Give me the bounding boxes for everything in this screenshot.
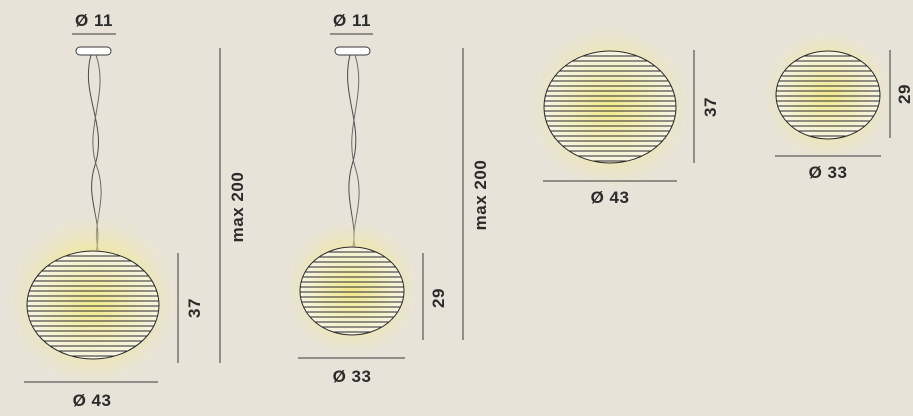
lamp-shade — [299, 246, 405, 336]
ceiling-canopy — [334, 46, 371, 56]
pendant-large-lamp: Ø 11 37 max 200 Ø 43 — [0, 11, 247, 410]
shade-outline — [26, 250, 160, 360]
max-height-label: max 200 — [471, 160, 490, 231]
lamp-shade — [26, 250, 160, 360]
shade-outline — [543, 50, 677, 164]
shade-height-label: 29 — [429, 288, 448, 308]
height-label: 37 — [701, 97, 720, 117]
lamp-shade — [775, 50, 881, 140]
height-label: 29 — [895, 84, 913, 104]
lamp-shade — [543, 50, 677, 164]
pendant-small-lamp: Ø 11 29 max 200 Ø 33 — [277, 11, 490, 386]
shade-outline — [775, 50, 881, 140]
shade-outline — [299, 246, 405, 336]
table-small-lamp: 29 Ø 33 — [756, 23, 913, 182]
max-height-label: max 200 — [228, 172, 247, 243]
diameter-label: Ø 43 — [591, 188, 630, 207]
ceiling-canopy — [75, 46, 112, 56]
shade-diameter-label: Ø 43 — [73, 391, 112, 410]
canopy-diameter-label: Ø 11 — [333, 11, 371, 30]
table-large-lamp: 37 Ø 43 — [520, 17, 720, 207]
canopy-diameter-label: Ø 11 — [75, 11, 113, 30]
shade-height-label: 37 — [185, 298, 204, 318]
shade-diameter-label: Ø 33 — [333, 367, 372, 386]
diameter-label: Ø 33 — [809, 163, 848, 182]
